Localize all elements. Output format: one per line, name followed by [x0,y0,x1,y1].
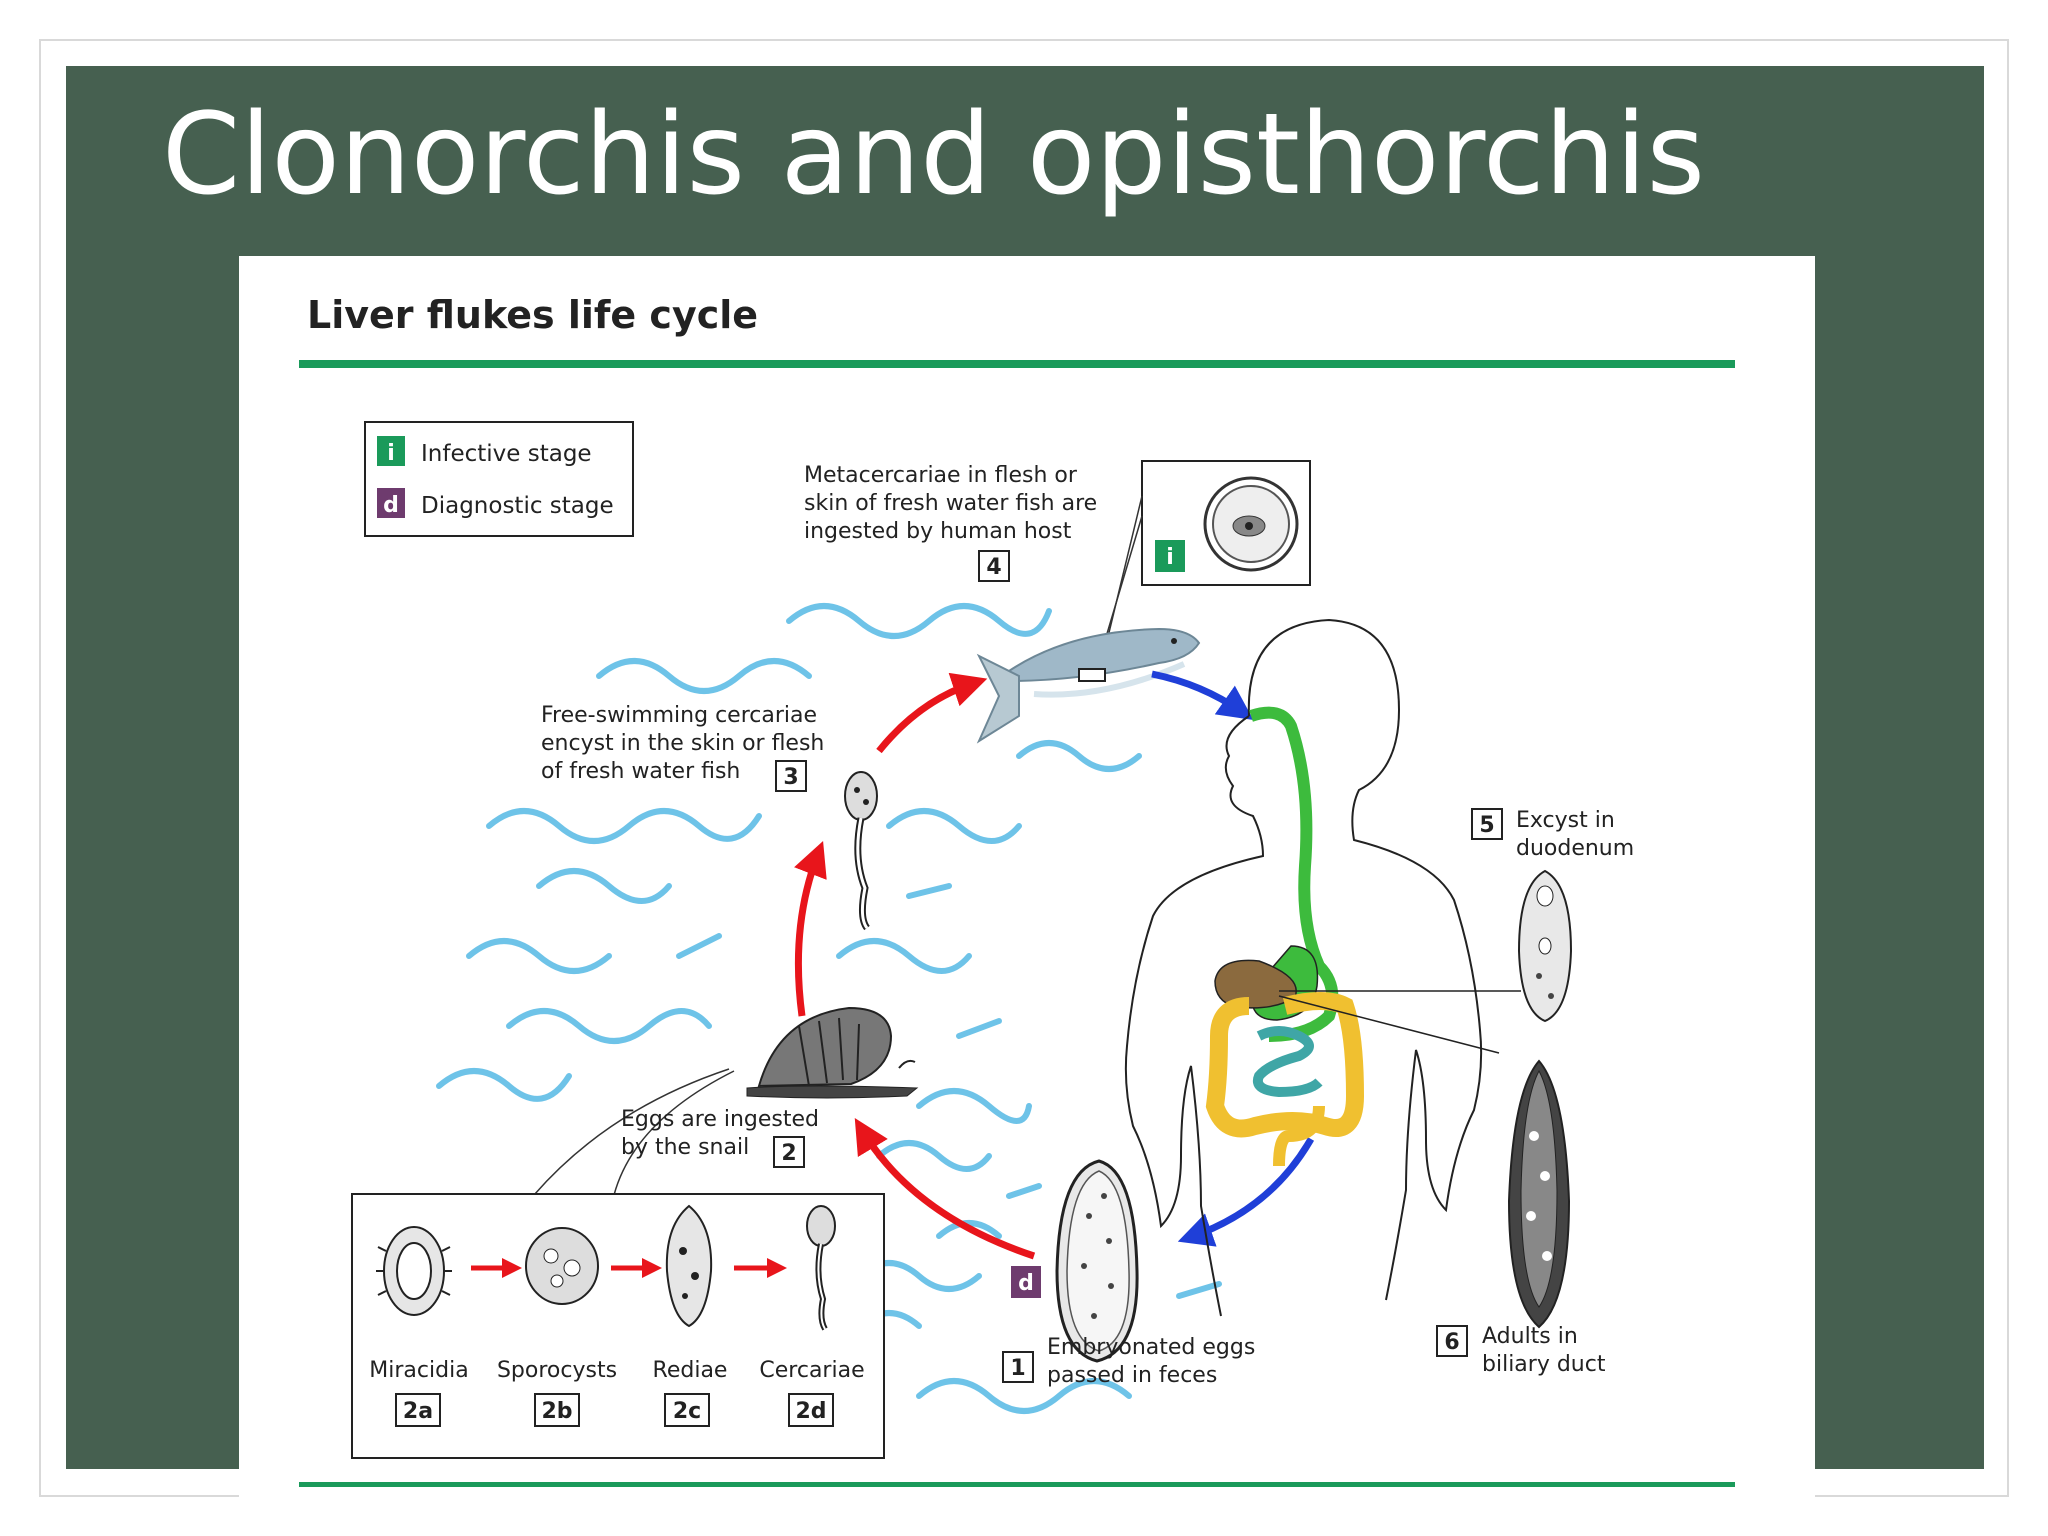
step-6-number: 6 [1444,1330,1459,1355]
step-4: Metacercariae in flesh or skin of fresh … [804,463,1097,582]
arrow-human-to-egg [1177,1137,1315,1247]
egg-diagnostic-badge-icon [1011,1266,1041,1298]
step-4-number: 4 [986,555,1001,580]
step-6: 6 Adults in biliary duct [1436,1324,1606,1377]
step-5-line-1: Excyst in [1516,808,1615,833]
legend: i Infective stage d Diagnostic stage [364,421,634,537]
snail-connector-left [533,1068,730,1196]
step-6-line-2: biliary duct [1482,1352,1606,1377]
figure-title: Liver flukes life cycle [307,293,758,337]
infective-badge-icon [377,436,405,466]
stage-label-rediae: Rediae [653,1358,728,1383]
step-3-line-3: of fresh water fish [541,759,740,784]
step-3-number: 3 [783,765,798,790]
diagnostic-badge-icon [377,488,405,518]
step-5: 5 Excyst in duodenum [1471,808,1634,861]
step-1-line-1: Embryonated eggs [1047,1335,1255,1360]
step-4-line-2: skin of fresh water fish are [804,491,1097,516]
sporocysts-icon [525,1227,599,1305]
step-4-line-3: ingested by human host [804,519,1072,544]
diagnostic-badge-label: d [1018,1271,1034,1296]
metacercaria-infective-badge-icon [1155,540,1185,572]
stage-code-2b: 2b [541,1399,572,1424]
step-5-number: 5 [1479,813,1494,838]
stage-label-cercariae: Cercariae [759,1358,864,1383]
snail-icon [746,1006,919,1099]
step-2: Eggs are ingested by the snail 2 [621,1107,819,1168]
fish-icon [976,627,1201,744]
legend-infective-label: Infective stage [421,441,592,467]
stage-code-2a: 2a [403,1399,433,1424]
legend-badge-i: i [387,441,395,466]
excysted-fluke-icon [1517,869,1573,1023]
adult-fluke-icon [1507,1059,1571,1329]
bottom-rule [299,1482,1735,1487]
step-1-line-2: passed in feces [1047,1363,1217,1388]
stage-label-sporocysts: Sporocysts [497,1358,617,1383]
step-2-line-1: Eggs are ingested [621,1107,819,1132]
stage-code-2d: 2d [795,1399,826,1424]
step-4-line-1: Metacercariae in flesh or [804,463,1078,488]
life-cycle-figure: Liver flukes life cycle i Infective stag… [239,256,1815,1536]
legend-diagnostic-label: Diagnostic stage [421,493,614,519]
snail-connector-right [613,1070,735,1196]
stage-code-2c: 2c [673,1399,701,1424]
snail-stages-box: Miracidia Sporocysts Rediae Cercariae 2a… [351,1193,885,1459]
arrow-cercaria-to-fish [876,672,988,754]
infective-badge-label: i [1166,545,1174,570]
step-2-line-2: by the snail [621,1135,749,1160]
step-1-number: 1 [1010,1356,1025,1381]
step-3-line-2: encyst in the skin or flesh [541,731,824,756]
step-2-number: 2 [781,1141,796,1166]
water-waves [436,603,1222,1414]
rediae-icon [665,1204,713,1328]
cercaria-icon [844,771,878,931]
cercariae-small-icon [806,1205,836,1331]
step-3-line-1: Free-swimming cercariae [541,703,817,728]
step-6-line-1: Adults in [1482,1324,1578,1349]
arrow-fish-to-human [1151,670,1254,721]
step-5-line-2: duodenum [1516,836,1634,861]
arrow-snail-to-cercaria [794,840,827,1017]
miracidia-icon [376,1226,452,1316]
legend-badge-d: d [383,493,399,518]
embryonated-egg-icon: d [1011,1159,1139,1363]
arrow-egg-to-snail [854,1118,1036,1260]
step-1: 1 Embryonated eggs passed in feces [1002,1335,1255,1388]
slide-title: Clonorchis and opisthorchis [162,90,1706,220]
top-rule [299,360,1735,368]
human-body-icon [1124,618,1521,1317]
step-3: Free-swimming cercariae encyst in the sk… [541,703,824,792]
stage-label-miracidia: Miracidia [369,1358,468,1383]
